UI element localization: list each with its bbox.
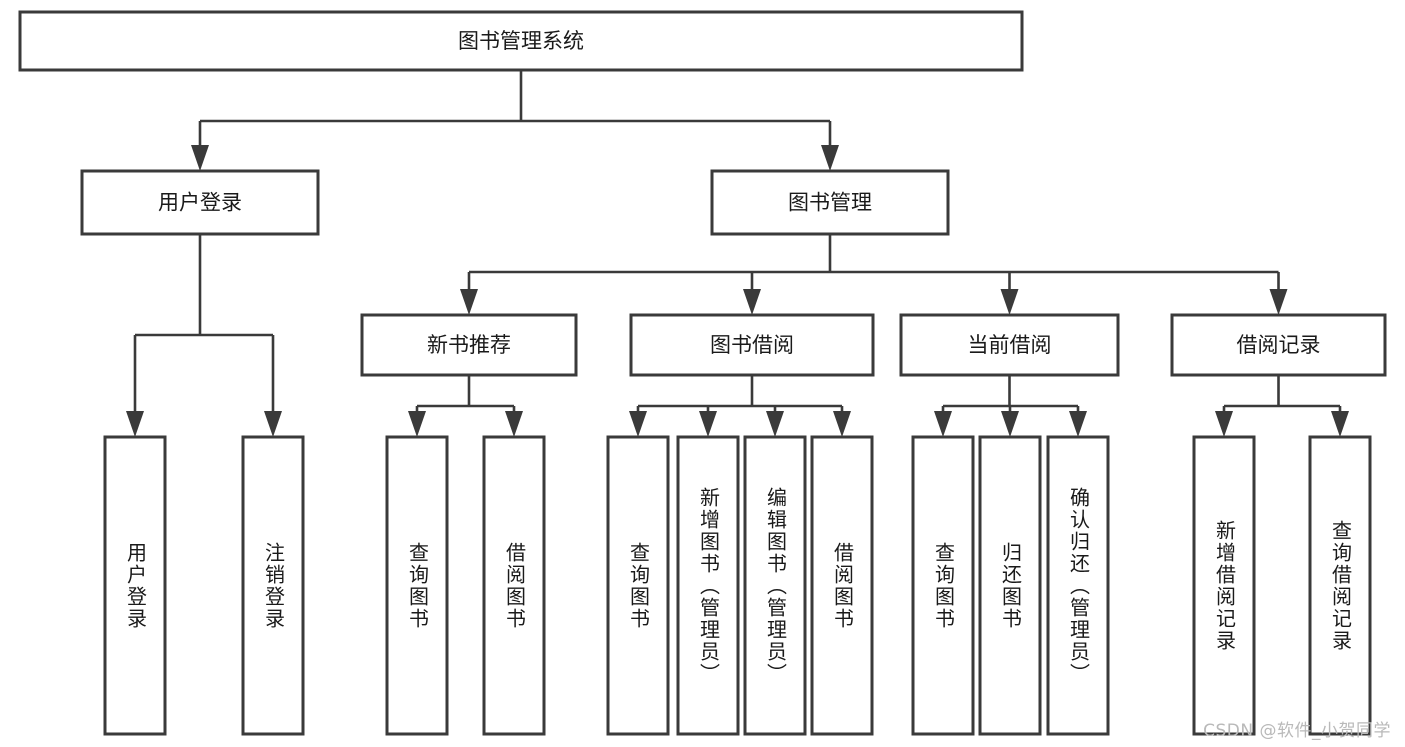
arrow-head-icon [833, 411, 851, 437]
arrow-head-icon [1001, 411, 1019, 437]
node-box-book-borrow[interactable] [629, 313, 875, 377]
node-box-user-login[interactable] [80, 169, 320, 236]
connectors-layer [126, 70, 1349, 437]
arrow-head-icon [1215, 411, 1233, 437]
node-box-leaf-return-book[interactable] [978, 435, 1042, 736]
arrow-head-icon [1069, 411, 1087, 437]
arrow-head-icon [505, 411, 523, 437]
arrow-head-icon [934, 411, 952, 437]
node-box-leaf-borrow-book-1[interactable] [482, 435, 546, 736]
node-label-current-borrow: 当前借阅 [968, 333, 1052, 357]
node-label-borrow-record: 借阅记录 [1237, 333, 1321, 357]
node-box-leaf-query-book-1[interactable] [385, 435, 449, 736]
arrow-head-icon [629, 411, 647, 437]
arrow-head-icon [821, 145, 839, 171]
boxes-layer [18, 10, 1387, 736]
arrow-head-icon [743, 289, 761, 315]
arrow-head-icon [460, 289, 478, 315]
node-label-user-login: 用户登录 [158, 191, 242, 215]
arrow-head-icon [766, 411, 784, 437]
node-box-root[interactable] [18, 10, 1024, 72]
node-box-leaf-query-book-2[interactable] [606, 435, 670, 736]
node-box-current-borrow[interactable] [899, 313, 1120, 377]
arrow-head-icon [1000, 289, 1019, 315]
arrow-head-icon [1269, 289, 1288, 315]
arrow-head-icon [699, 411, 717, 437]
arrow-head-icon [191, 145, 209, 171]
node-label-book-borrow: 图书借阅 [710, 333, 794, 357]
node-box-leaf-user-login[interactable] [103, 435, 167, 736]
node-box-borrow-record[interactable] [1170, 313, 1387, 377]
node-box-leaf-borrow-book-2[interactable] [810, 435, 874, 736]
arrow-head-icon [408, 411, 426, 437]
node-box-leaf-user-logout[interactable] [241, 435, 305, 736]
node-box-leaf-add-record[interactable] [1192, 435, 1256, 736]
watermark: CSDN @软件_小贺同学 [1203, 721, 1391, 741]
node-label-book-manage: 图书管理 [788, 191, 872, 215]
node-box-book-manage[interactable] [710, 169, 950, 236]
node-box-leaf-query-book-3[interactable] [911, 435, 975, 736]
node-box-new-book-rec[interactable] [360, 313, 578, 377]
node-box-leaf-edit-book[interactable] [743, 435, 807, 736]
arrow-head-icon [126, 411, 144, 437]
node-label-new-book-rec: 新书推荐 [427, 333, 511, 357]
node-box-leaf-add-book[interactable] [676, 435, 740, 736]
node-label-root: 图书管理系统 [458, 29, 584, 53]
arrow-head-icon [1331, 411, 1349, 437]
arrow-head-icon [264, 411, 282, 437]
node-box-leaf-query-record[interactable] [1308, 435, 1372, 736]
node-box-leaf-confirm-return[interactable] [1046, 435, 1110, 736]
